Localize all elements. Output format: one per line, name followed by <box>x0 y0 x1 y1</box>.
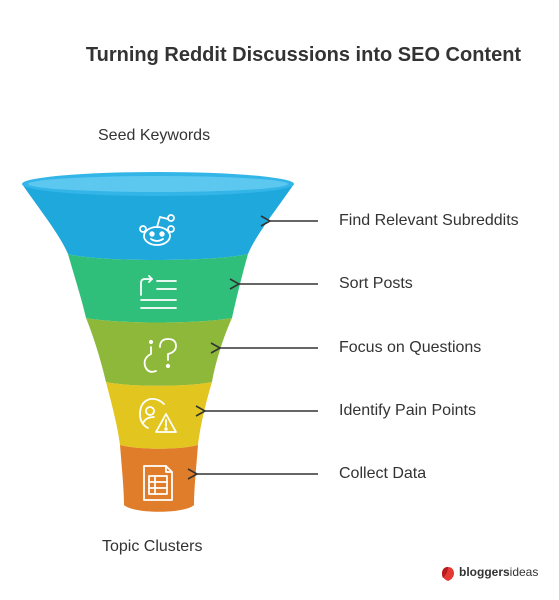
bloggersideas-logo-icon <box>442 567 454 581</box>
brand-name-regular: ideas <box>509 565 539 579</box>
brand-name-bold: bloggers <box>459 565 510 579</box>
question-marks-icon <box>143 338 177 373</box>
brand-watermark: bloggersideas <box>459 565 538 579</box>
funnel-input-label: Seed Keywords <box>98 127 211 144</box>
stage-label-sort-posts: Sort Posts <box>339 275 413 292</box>
sort-list-icon <box>140 275 177 309</box>
stage-label-focus-on-questions: Focus on Questions <box>339 339 482 356</box>
funnel-segment-5 <box>120 445 198 512</box>
stage-label-identify-pain-points: Identify Pain Points <box>339 402 476 419</box>
stage-label-find-relevant-subreddits: Find Relevant Subreddits <box>339 212 519 229</box>
person-warning-icon <box>139 397 177 433</box>
funnel-output-label: Topic Clusters <box>102 538 203 555</box>
stage-label-collect-data: Collect Data <box>339 465 427 482</box>
funnel-segment-4 <box>106 382 212 449</box>
funnel-top-rim-inner <box>28 176 288 192</box>
reddit-robot-icon <box>139 214 175 246</box>
funnel-segment-3 <box>86 318 232 386</box>
spreadsheet-icon <box>143 465 173 501</box>
diagram-title: Turning Reddit Discussions into SEO Cont… <box>85 44 522 66</box>
